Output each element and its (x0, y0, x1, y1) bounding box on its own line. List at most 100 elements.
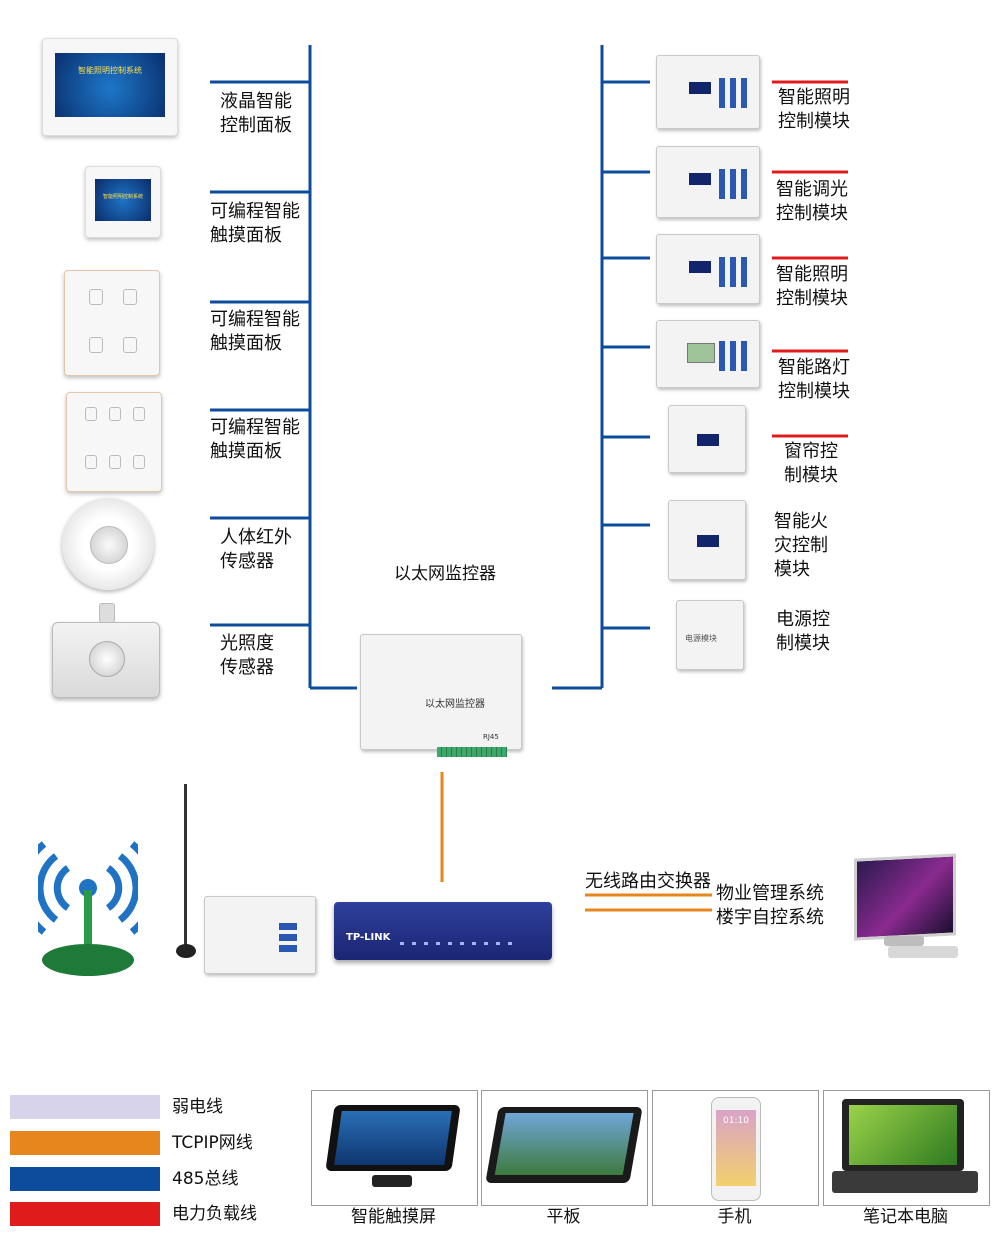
label-property-system: 物业管理系统 (716, 883, 824, 904)
ethernet-monitor-device: 以太网监控器 RJ45 (360, 634, 522, 757)
module-display (689, 261, 711, 273)
label-prog-touch-panel-3: 可编程智能 触摸面板 (210, 417, 300, 462)
terminal-frame-tablet (481, 1090, 648, 1206)
prog-touch-panel-3-device (66, 392, 162, 492)
streetlight-module-device (656, 320, 760, 388)
bus-485-right (552, 45, 650, 690)
pir-sensor-device (62, 498, 154, 590)
tcpip-lines (440, 772, 712, 912)
phone-clock: 01:10 (723, 1116, 749, 1126)
terminal-frame-laptop (823, 1090, 990, 1206)
dimming-module-device (656, 146, 760, 218)
legend-label-power: 电力负载线 (172, 1204, 257, 1224)
monitor-stand (884, 936, 924, 946)
module-display (697, 434, 719, 446)
touch-key-icon (89, 289, 103, 305)
legend-label-485: 485总线 (172, 1169, 239, 1189)
wifi-tower-icon (38, 841, 138, 976)
label-router: 无线路由交换器 (585, 871, 711, 892)
power-module-text: 电源模块 (685, 634, 717, 643)
label-phone: 手机 (717, 1207, 752, 1227)
terminal-frame-touchscreen (311, 1090, 478, 1206)
label-pir-sensor: 人体红外 传感器 (220, 527, 292, 572)
touch-key-icon (123, 337, 137, 353)
label-ethernet-monitor: 以太网监控器 (394, 564, 496, 584)
touch-key-icon (133, 455, 145, 469)
module-lcd (687, 343, 715, 363)
touch-key-icon (109, 455, 121, 469)
module-display (689, 82, 711, 94)
label-streetlight-module: 智能路灯 控制模块 (778, 357, 850, 402)
wireless-signal-icon (38, 820, 138, 976)
power-load-lines (772, 80, 848, 438)
label-light-sensor: 光照度 传感器 (220, 633, 274, 678)
wireless-gateway-device (204, 896, 316, 974)
ethernet-monitor-terminals (437, 747, 507, 757)
label-laptop: 笔记本电脑 (863, 1207, 948, 1227)
label-dimming-module: 智能调光 控制模块 (776, 179, 848, 224)
tplink-logo: TP-LINK (346, 932, 391, 943)
pir-lens (90, 526, 128, 564)
fire-module-device (668, 500, 746, 580)
touch-key-icon (109, 407, 121, 421)
power-module-device: 电源模块 (676, 600, 744, 670)
module-buttons (719, 341, 749, 371)
prog-touch-panel-1-screen: 智能照明控制系统 (95, 179, 151, 221)
label-lighting-module-2: 智能照明 控制模块 (776, 264, 848, 309)
legend-swatch-weak (10, 1095, 160, 1119)
label-touchscreen: 智能触摸屏 (351, 1207, 436, 1227)
legend-swatch-power (10, 1202, 160, 1226)
lcd-panel-device: 智能照明控制系统 (42, 38, 178, 136)
touch-key-icon (123, 289, 137, 305)
touch-key-icon (85, 455, 97, 469)
desktop-pc-device (848, 852, 978, 964)
label-lighting-module-1: 智能照明 控制模块 (778, 87, 850, 132)
lighting-module-2-device (656, 234, 760, 304)
ethernet-monitor-text: 以太网监控器 (425, 699, 485, 710)
touch-key-icon (85, 407, 97, 421)
lcd-panel-screen-text: 智能照明控制系统 (78, 66, 142, 75)
legend-swatch-485 (10, 1167, 160, 1191)
module-buttons (719, 169, 749, 199)
touchscreen-picture (325, 1105, 461, 1171)
lighting-module-1-device (656, 55, 760, 129)
touch-key-icon (133, 407, 145, 421)
terminal-frame-phone: 01:10 (652, 1090, 819, 1206)
keyboard (888, 946, 958, 958)
laptop-picture (842, 1099, 964, 1171)
label-curtain-module: 窗帘控 制模块 (784, 441, 838, 486)
monitor-screen (854, 853, 956, 941)
legend-label-weak: 弱电线 (172, 1097, 223, 1117)
label-tablet: 平板 (546, 1207, 581, 1227)
label-building-system: 楼宇自控系统 (716, 907, 824, 928)
legend-swatch-tcpip (10, 1131, 160, 1155)
legend-label-tcpip: TCPIP网线 (172, 1133, 253, 1153)
module-display (697, 535, 719, 547)
label-lcd-panel: 液晶智能 控制面板 (220, 91, 292, 136)
module-buttons (719, 257, 749, 287)
curtain-module-device (668, 405, 746, 473)
module-buttons (719, 78, 749, 108)
ethernet-monitor-port-label: RJ45 (483, 733, 499, 741)
label-prog-touch-panel-1: 可编程智能 触摸面板 (210, 201, 300, 246)
antenna-icon (166, 784, 206, 980)
module-display (689, 173, 711, 185)
light-sensor-lens (89, 641, 125, 677)
label-prog-touch-panel-2: 可编程智能 触摸面板 (210, 309, 300, 354)
switch-led-row (400, 942, 520, 945)
label-fire-module: 智能火 灾控制 模块 (774, 511, 828, 580)
light-sensor-device (52, 603, 160, 698)
lcd-panel-screen: 智能照明控制系统 (55, 53, 165, 117)
prog-touch-panel-1-device: 智能照明控制系统 (85, 166, 161, 238)
light-sensor-gland (99, 603, 115, 623)
bus-485-left (210, 45, 357, 690)
touch-key-icon (89, 337, 103, 353)
touchscreen-stand (372, 1175, 412, 1187)
prog-touch-panel-1-screen-text: 智能照明控制系统 (102, 194, 143, 200)
tablet-picture (485, 1107, 643, 1183)
gateway-buttons (279, 923, 297, 953)
tplink-switch-device: TP-LINK (334, 902, 552, 960)
label-power-module: 电源控 制模块 (776, 609, 830, 654)
prog-touch-panel-2-device (64, 270, 160, 376)
